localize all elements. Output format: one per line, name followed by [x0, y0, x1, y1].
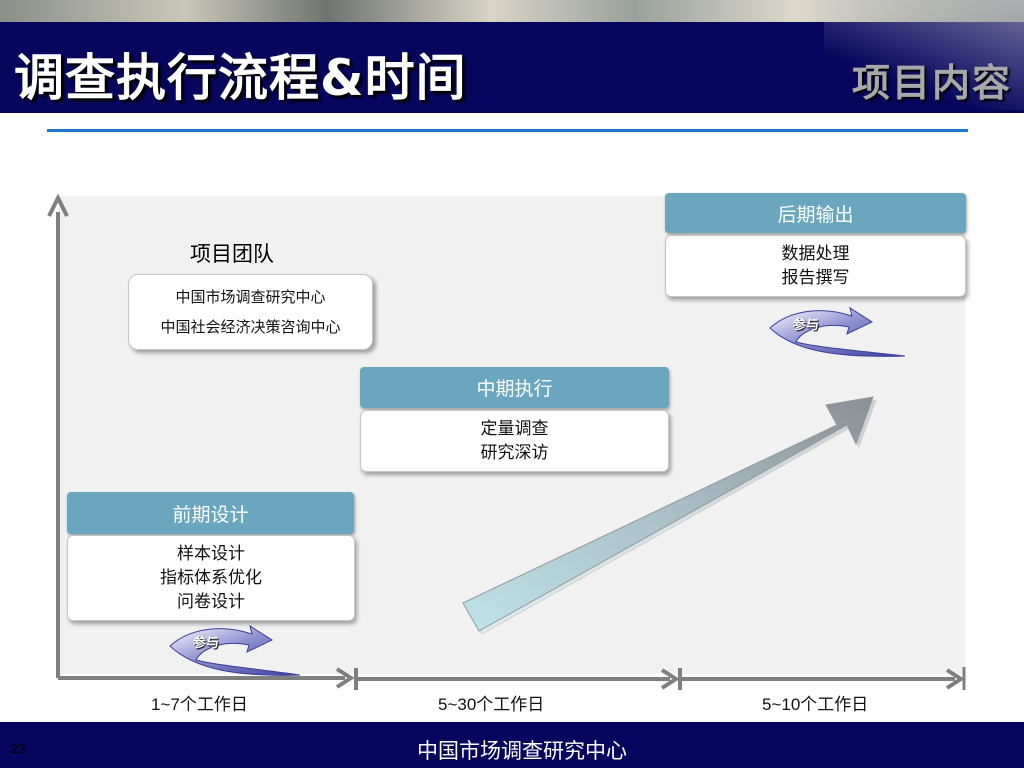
team-title: 项目团队 [190, 242, 274, 266]
participate-label: 参与 [193, 636, 220, 651]
team-members-box: 中国市场调查研究中心 中国社会经济决策咨询中心 [128, 274, 373, 350]
stage-items-late-output: 数据处理 报告撰写 [665, 235, 966, 297]
stage-item: 指标体系优化 [160, 568, 262, 588]
timeline-segment-1 [58, 667, 355, 689]
stage-header-late-output: 后期输出 [665, 193, 966, 233]
team-member: 中国社会经济决策咨询中心 [160, 318, 341, 336]
stage-header-mid-execution: 中期执行 [360, 367, 669, 408]
progress-arrow [462, 396, 877, 635]
stage-item: 数据处理 [781, 244, 850, 264]
period-label-mid: 5~30个工作日 [438, 695, 545, 714]
timeline-segment-2 [354, 668, 680, 690]
page-number: 23 [11, 741, 26, 756]
page-title: 调查执行流程&时间 [14, 49, 467, 107]
stage-items-early-design: 样本设计 指标体系优化 问卷设计 [67, 535, 355, 621]
period-label-late: 5~10个工作日 [762, 695, 869, 714]
stage-header-early-design: 前期设计 [67, 492, 354, 534]
title-divider [47, 129, 968, 132]
stage-item: 样本设计 [177, 544, 245, 564]
vertical-axis [47, 193, 69, 678]
team-member: 中国市场调查研究中心 [175, 288, 326, 306]
participate-arrow-icon [769, 306, 906, 357]
period-label-early: 1~7个工作日 [151, 695, 248, 714]
stage-item: 问卷设计 [177, 592, 245, 612]
stage-items-mid-execution: 定量调查 研究深访 [360, 410, 669, 472]
participate-arrow-icon [169, 624, 301, 676]
participate-label: 参与 [793, 318, 820, 333]
footer-organization: 中国市场调查研究中心 [417, 739, 627, 763]
timeline-segment-3 [678, 667, 966, 690]
section-label: 项目内容 [851, 61, 1012, 105]
stage-item: 报告撰写 [781, 268, 850, 288]
footer-bar [0, 722, 1024, 768]
header-bar [0, 0, 1024, 113]
stage-item: 研究深访 [480, 443, 549, 463]
stage-item: 定量调查 [480, 419, 549, 439]
header-photo-strip [0, 0, 1024, 110]
